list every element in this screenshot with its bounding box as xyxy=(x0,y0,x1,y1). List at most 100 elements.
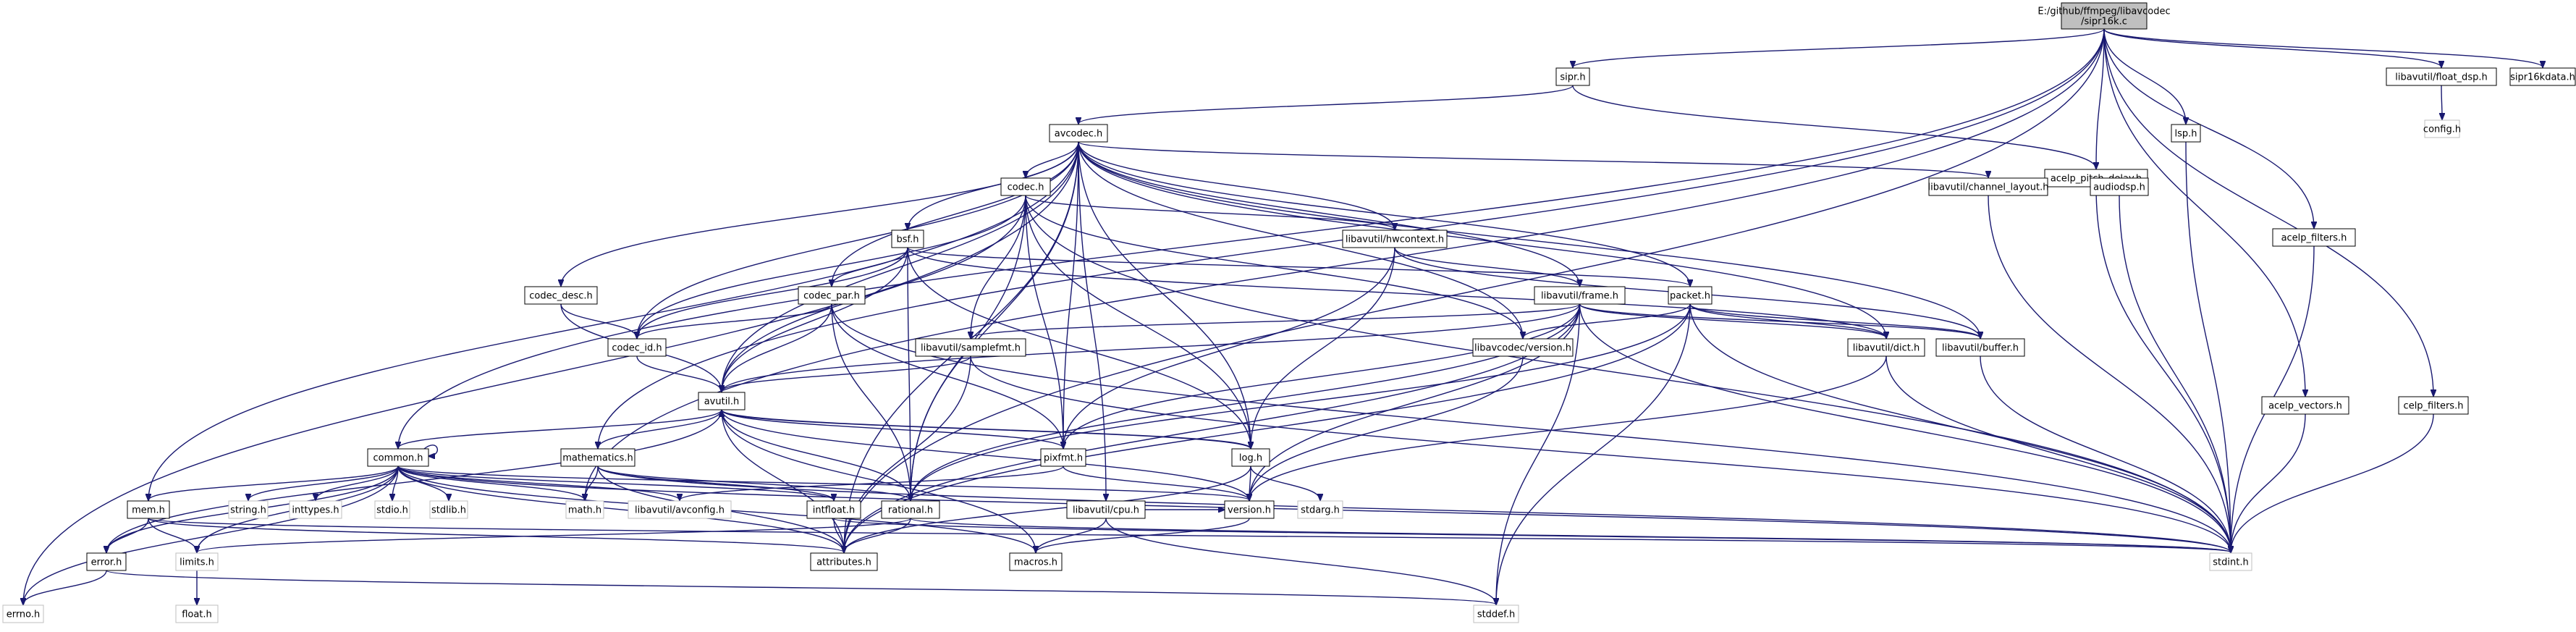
node-hwcontext[interactable]: libavutil/hwcontext.h xyxy=(1342,229,1448,248)
edge-codec-to-codec-id xyxy=(637,195,1026,338)
node-label: libavutil/dict.h xyxy=(1853,343,1920,354)
node-bsf[interactable]: bsf.h xyxy=(891,229,924,248)
node-box xyxy=(2398,396,2469,415)
node-box xyxy=(1049,124,1108,143)
node-label: codec.h xyxy=(1008,182,1044,193)
edge-root-to-attributes xyxy=(844,28,2105,552)
edge-buffer-to-stdint xyxy=(1980,355,2231,552)
edge-cpu-to-macros xyxy=(1036,518,1107,552)
node-label: mathematics.h xyxy=(562,453,633,464)
node-label: sipr.h xyxy=(1560,72,1585,83)
node-mem[interactable]: mem.h xyxy=(127,500,170,519)
node-packet[interactable]: packet.h xyxy=(1668,286,1713,305)
node-box xyxy=(881,500,940,519)
node-channel-layout[interactable]: libavutil/channel_layout.h xyxy=(1928,177,2049,196)
edge-acelp-pitch-to-stdint xyxy=(2095,186,2231,552)
node-acelp-filters[interactable]: acelp_filters.h xyxy=(2272,228,2356,247)
node-codec[interactable]: codec.h xyxy=(1000,177,1051,196)
node-label: stdint.h xyxy=(2213,557,2248,568)
edge-avcodec-to-avutil xyxy=(722,141,1079,392)
node-box xyxy=(2,604,44,623)
node-box xyxy=(698,392,746,410)
node-macros[interactable]: macros.h xyxy=(1009,552,1063,571)
edge-avutil-to-mathematics xyxy=(598,409,722,448)
node-celp-filters[interactable]: celp_filters.h xyxy=(2398,396,2469,415)
node-pixfmt[interactable]: pixfmt.h xyxy=(1040,448,1086,467)
node-label: libavutil/avconfig.h xyxy=(635,505,725,516)
edge-avcodec-to-buffer xyxy=(1078,141,1980,338)
edge-mathematics-to-rational xyxy=(597,465,911,500)
node-common[interactable]: common.h xyxy=(367,448,429,467)
node-codec-par[interactable]: codec_par.h xyxy=(798,286,866,305)
node-label: limits.h xyxy=(180,557,214,568)
node-box xyxy=(2424,119,2460,138)
edge-lsp-to-stdint xyxy=(2185,141,2231,552)
node-avcodec[interactable]: avcodec.h xyxy=(1049,124,1108,143)
node-version-lavc[interactable]: libavcodec/version.h xyxy=(1472,338,1574,357)
node-lsp[interactable]: lsp.h xyxy=(2171,124,2201,143)
edge-float-dsp-to-config xyxy=(2441,85,2442,119)
node-avutil[interactable]: avutil.h xyxy=(698,392,746,410)
node-label: attributes.h xyxy=(816,557,871,568)
edge-avutil-to-attributes xyxy=(721,409,844,552)
edge-hwcontext-to-log xyxy=(1251,247,1395,448)
edge-avcodec-to-pixfmt xyxy=(1063,141,1079,448)
edge-common-to-version xyxy=(397,465,1249,500)
node-label: acelp_filters.h xyxy=(2281,233,2347,244)
node-version[interactable]: version.h xyxy=(1224,500,1275,519)
node-error[interactable]: error.h xyxy=(86,552,127,571)
node-stdlib: stdlib.h xyxy=(429,500,468,519)
edge-rational-to-stdint xyxy=(910,518,2231,552)
edge-common-to-math xyxy=(397,465,585,500)
node-rational[interactable]: rational.h xyxy=(881,500,940,519)
node-float-dsp[interactable]: libavutil/float_dsp.h xyxy=(2386,67,2497,86)
node-label: errno.h xyxy=(7,610,41,620)
edge-codec-to-samplefmt xyxy=(971,195,1026,338)
node-log[interactable]: log.h xyxy=(1231,448,1270,467)
edge-frame-to-stdint xyxy=(1579,303,2231,552)
node-intfloat[interactable]: intfloat.h xyxy=(806,500,861,519)
node-codec-desc[interactable]: codec_desc.h xyxy=(524,286,598,305)
node-mathematics[interactable]: mathematics.h xyxy=(560,448,635,467)
node-acelp-vectors[interactable]: acelp_vectors.h xyxy=(2261,396,2349,415)
node-box xyxy=(86,552,127,571)
node-box xyxy=(2209,552,2252,571)
node-cpu[interactable]: libavutil/cpu.h xyxy=(1066,500,1146,519)
edge-avcodec-to-errno xyxy=(23,141,1079,604)
node-stdint: stdint.h xyxy=(2209,552,2252,571)
edge-root-to-celp-filters xyxy=(2103,28,2433,396)
node-sipr16kdata[interactable]: sipr16kdata.h xyxy=(2509,67,2576,86)
edge-mem-to-error xyxy=(106,518,149,552)
node-audiodsp[interactable]: audiodsp.h xyxy=(2090,177,2149,196)
node-buffer[interactable]: libavutil/buffer.h xyxy=(1935,338,2025,357)
node-frame[interactable]: libavutil/frame.h xyxy=(1534,286,1626,305)
edge-rational-to-attributes xyxy=(844,518,911,552)
node-box xyxy=(1040,448,1086,467)
node-box xyxy=(228,500,269,519)
node-attributes[interactable]: attributes.h xyxy=(810,552,878,571)
edge-hwcontext-to-frame xyxy=(1394,247,1580,286)
node-box xyxy=(289,500,342,519)
edge-channel-layout-to-stdint xyxy=(1988,195,2231,552)
edge-mem-to-stdint xyxy=(148,518,2231,552)
edge-packet-to-version-lavc xyxy=(1523,303,1691,338)
node-stdarg: stdarg.h xyxy=(1297,500,1343,519)
node-sipr[interactable]: sipr.h xyxy=(1555,67,1590,86)
node-label: acelp_vectors.h xyxy=(2268,401,2342,412)
node-dict[interactable]: libavutil/dict.h xyxy=(1847,338,1925,357)
edge-avcodec-to-packet xyxy=(1078,141,1690,286)
edge-dict-to-version xyxy=(1249,355,1887,500)
edge-root-to-float-dsp xyxy=(2103,28,2441,67)
node-box xyxy=(175,604,219,623)
node-label: /sipr16k.c xyxy=(2081,17,2127,28)
node-codec-id[interactable]: codec_id.h xyxy=(607,338,667,357)
edge-codec-par-to-rational xyxy=(831,303,911,500)
node-label: sipr16kdata.h xyxy=(2510,72,2575,83)
edge-common-to-avconfig xyxy=(397,465,680,500)
node-label: stdarg.h xyxy=(1301,505,1340,516)
node-box xyxy=(1534,286,1626,305)
node-label: error.h xyxy=(91,557,122,568)
edge-packet-to-rational xyxy=(911,303,1691,500)
node-samplefmt[interactable]: libavutil/samplefmt.h xyxy=(915,338,1026,357)
edge-codec-to-version-lavc xyxy=(1025,195,1523,338)
